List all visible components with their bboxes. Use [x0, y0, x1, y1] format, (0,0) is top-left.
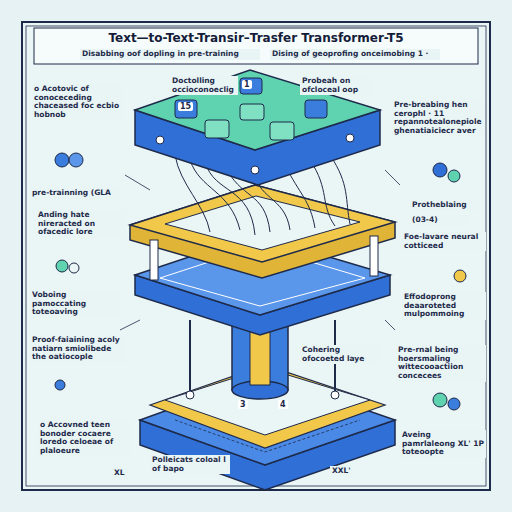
- callout-text: o Acotovic of conoceceding chaceased foc…: [32, 84, 122, 121]
- callout-text: Foe-lavare neural cotticeed: [402, 232, 486, 251]
- callout-text: Cohering ofocoeted laye: [300, 345, 380, 364]
- callout-text: pre-trainning (GLA: [30, 188, 120, 199]
- callout-text: XXL': [330, 466, 353, 477]
- callout-number: 3: [238, 400, 248, 409]
- callout-text: Polleicats coloal l of bapo: [150, 455, 230, 474]
- callout-text: Voboing pamoccating toteoaving: [30, 290, 120, 318]
- callout-text: Proof-faiaining acoly natiarn smiolibede…: [30, 335, 125, 363]
- callout-number: 1: [242, 80, 252, 89]
- callout-number: 4: [278, 400, 288, 409]
- callout-text: Disabbing oof dopling in pre-training: [80, 49, 260, 60]
- callout-number: 15: [178, 102, 193, 111]
- callout-text: XL: [112, 468, 127, 479]
- callout-text: o Accovned teen bonoder cocaere loredo c…: [38, 420, 130, 457]
- callout-text: Protheblaing: [410, 200, 480, 211]
- callout-text: Pre-rnal being hoersmaling wittecooactii…: [396, 345, 486, 382]
- callout-text: Effodoprong deaaroteted mulpommoing: [402, 292, 486, 320]
- callout-text: Pre-breabing hen cerophl · 11 repannotea…: [392, 100, 484, 137]
- callout-text: Doctolling occioconoeclig: [170, 76, 238, 95]
- callout-text: Aveing pamrlaleong XL' 1P toteoopte: [400, 430, 486, 458]
- callout-text: (03-4): [410, 215, 470, 226]
- diagram-title: Text—to-Text-Transir–Trasfer Transformer…: [40, 31, 472, 45]
- callout-text: Dising of geoprofing onceimobing 1 ·: [270, 49, 440, 60]
- callout-text: Probeah on ofcloceal oop: [300, 76, 372, 95]
- callout-text: Anding hate nireracted on ofacedic lore: [36, 210, 126, 238]
